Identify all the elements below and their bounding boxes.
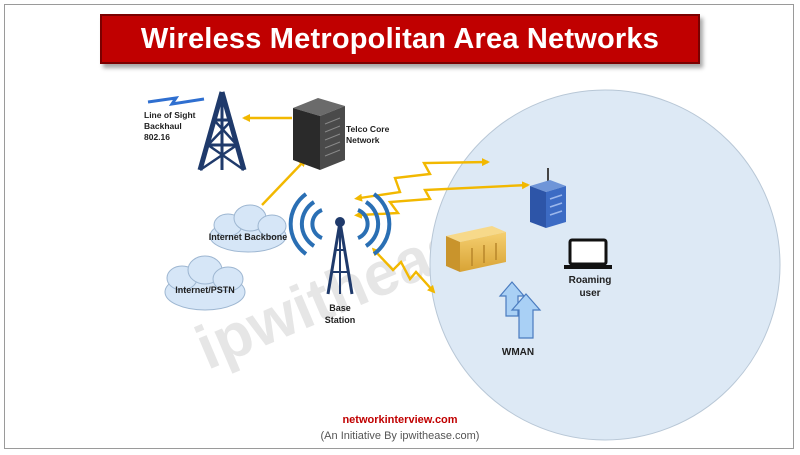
label-telco-line1: Telco Core [346, 124, 390, 134]
wman-arrows-icon [498, 281, 542, 339]
link-base-to-device2 [354, 181, 530, 219]
label-internet-pstn: Internet/PSTN [175, 285, 235, 295]
link-backbone-to-telco [261, 158, 307, 206]
label-base-station-line1: Base [329, 303, 351, 313]
diagram-title: Wireless Metropolitan Area Networks [140, 22, 660, 55]
server-icon [293, 98, 345, 170]
label-roaming-user-line2: user [579, 288, 600, 299]
label-base-station-line2: Station [325, 315, 356, 325]
label-backhaul-line2: Backhaul [144, 121, 182, 131]
label-roaming-user-line1: Roaming [569, 275, 612, 286]
footer-tagline: (An Initiative By ipwithease.com) [320, 430, 480, 442]
internet-backbone-cloud-icon [209, 204, 287, 253]
laptop-icon [564, 238, 612, 269]
links [242, 114, 530, 294]
base-station-icon [288, 192, 392, 295]
footer-site: networkinterview.com [342, 414, 458, 426]
label-internet-backbone: Internet Backbone [209, 232, 288, 242]
lightning-bolt-icon [147, 96, 205, 107]
label-telco-line2: Network [346, 135, 380, 145]
link-base-to-device3 [371, 247, 436, 294]
subscriber-station-icon [530, 168, 566, 228]
internet-pstn-cloud-icon [164, 255, 246, 311]
title-banner: Wireless Metropolitan Area Networks [100, 14, 700, 64]
label-backhaul-line3: 802.16 [144, 132, 170, 142]
backhaul-tower-icon [197, 91, 247, 172]
building-icon [446, 226, 506, 272]
label-backhaul-line1: Line of Sight [144, 110, 196, 120]
label-wman: WMAN [502, 347, 534, 358]
